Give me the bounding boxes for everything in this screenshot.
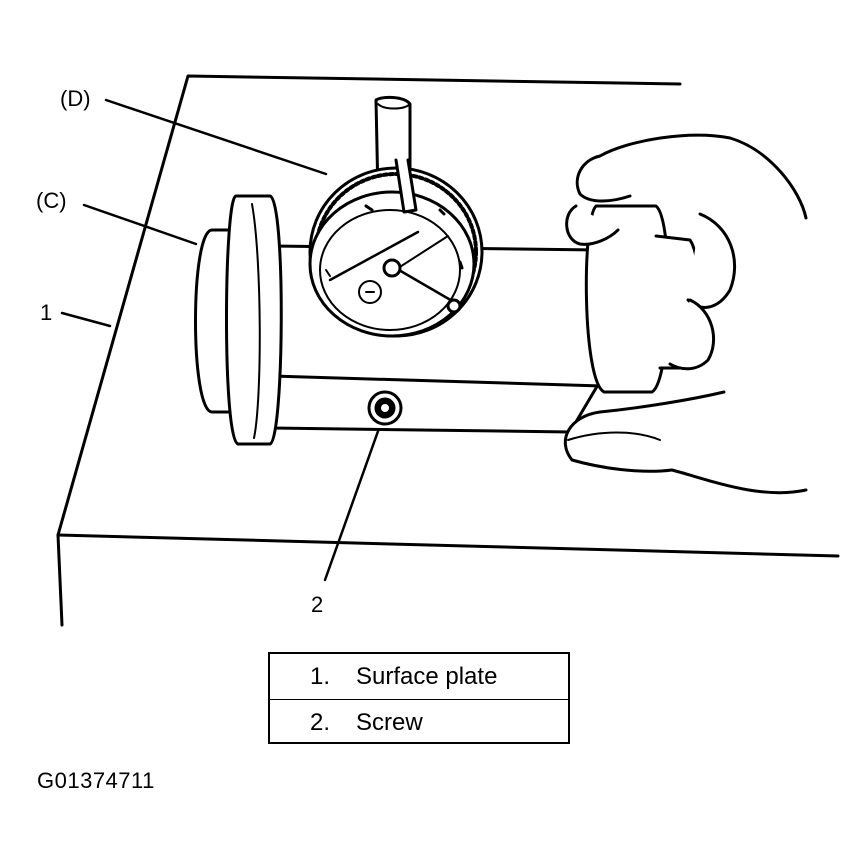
figure-id: G01374711 (37, 768, 155, 793)
hand (563, 133, 808, 495)
callout-d-label: (D) (60, 86, 91, 111)
surface-plate (56, 74, 840, 627)
legend-row: 1. Surface plate (270, 654, 568, 699)
legend-table: 1. Surface plate 2. Screw (268, 652, 570, 744)
legend-label: Screw (356, 708, 423, 736)
screw (367, 390, 403, 426)
legend-label: Surface plate (356, 662, 498, 690)
callout-2-label: 2 (311, 592, 324, 617)
callout-c-label: (C) (36, 188, 67, 213)
legend-row: 2. Screw (270, 699, 568, 745)
legend-number: 2. (309, 708, 330, 736)
legend-number: 1. (309, 662, 330, 690)
callout-1-label: 1 (40, 300, 53, 325)
leader-lines (60, 98, 384, 582)
left-end-cap (194, 194, 283, 446)
dial-indicator (308, 95, 484, 338)
